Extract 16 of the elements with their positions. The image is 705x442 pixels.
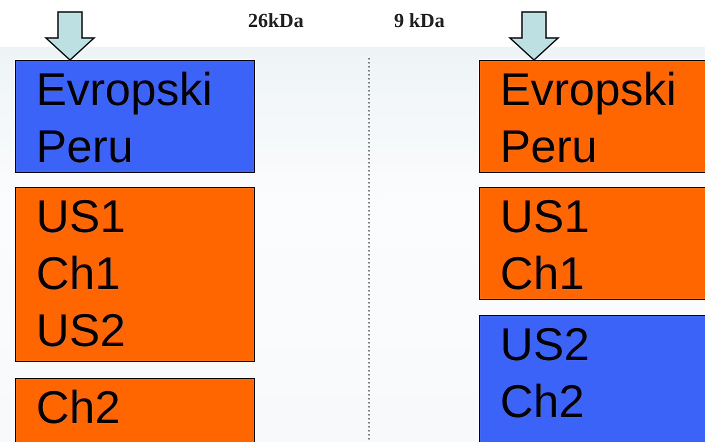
segment-label: US1 Ch1	[500, 189, 590, 301]
segment-label: Ch2	[36, 380, 120, 435]
mass-label: 9 kDa	[394, 10, 445, 33]
block-arrow	[44, 11, 96, 62]
segment-box	[479, 60, 705, 173]
segment-label: US2 Ch2	[500, 317, 590, 429]
segment-box	[15, 60, 255, 173]
segment-box	[15, 378, 255, 442]
segment-label: US1 Ch1 US2	[36, 189, 126, 358]
block-arrow	[508, 11, 560, 62]
segment-box	[479, 315, 705, 442]
segment-label: Evropski Peru	[36, 62, 212, 174]
segment-box	[479, 187, 705, 300]
segment-box	[15, 187, 255, 362]
segment-label: Evropski Peru	[500, 62, 676, 174]
mass-label: 26kDa	[248, 10, 304, 33]
